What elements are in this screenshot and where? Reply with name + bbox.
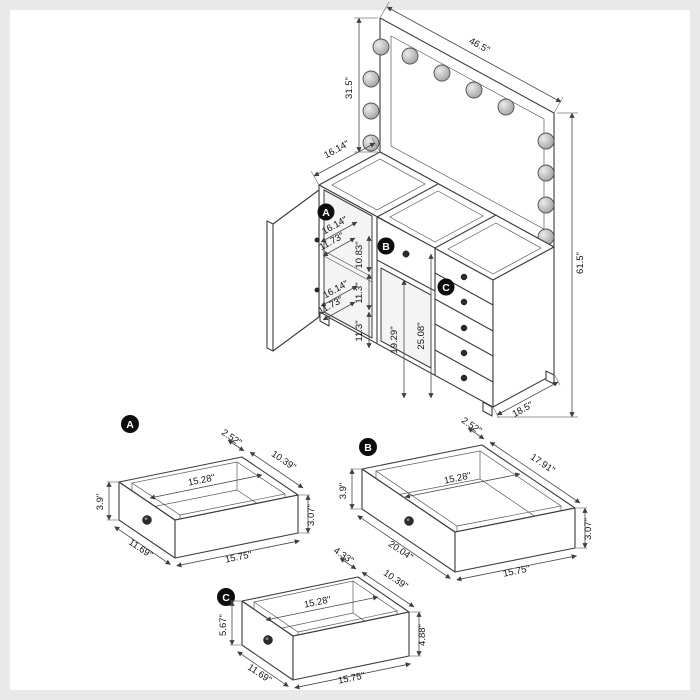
dim-c-outer-width: 15.75" bbox=[337, 670, 366, 686]
vanity-main-view: A B C 46.5" 31.5" 61.5" bbox=[266, 1, 586, 420]
drawer-a-badge bbox=[121, 415, 139, 433]
drawer-knob bbox=[460, 273, 468, 281]
drawer-b-knob bbox=[404, 516, 414, 526]
drawer-a-knob bbox=[142, 515, 152, 525]
light-bulb bbox=[497, 98, 515, 116]
drawer-b-badge bbox=[359, 438, 377, 456]
dim-a-side-height: 3.9" bbox=[95, 494, 106, 511]
drawer-c-knob-highlight bbox=[265, 637, 269, 640]
tray-top-left bbox=[331, 158, 426, 211]
drawer-c-badge-label: C bbox=[222, 592, 230, 604]
dim-c-side-height: 5.67" bbox=[218, 614, 229, 636]
drawer-knob bbox=[460, 349, 468, 357]
door-hinge bbox=[314, 287, 320, 293]
drawer-b-badge-label: B bbox=[364, 442, 372, 454]
drawer-c-knob bbox=[263, 635, 273, 645]
dim-lower-shelf-height: 11.3" bbox=[354, 320, 365, 341]
light-bulb bbox=[537, 196, 555, 214]
drawer-a-rim bbox=[118, 456, 299, 521]
badge-c-marker bbox=[437, 278, 455, 296]
drawer-knob bbox=[460, 298, 468, 306]
badge-b-label: B bbox=[382, 241, 390, 253]
right-drawer-bank bbox=[434, 272, 494, 383]
badge-b-marker bbox=[377, 237, 395, 255]
dim-mirror-height: 31.5" bbox=[344, 77, 355, 99]
door-hinge bbox=[314, 237, 320, 243]
drawer-b-knob-highlight bbox=[406, 518, 410, 521]
light-bulb bbox=[362, 102, 380, 120]
open-cabinet-door bbox=[266, 189, 320, 352]
drawer-knob bbox=[460, 374, 468, 382]
dim-upper-inner-height: 10.83" bbox=[354, 241, 365, 268]
tray-top-right bbox=[447, 222, 542, 275]
main-badges: A B C bbox=[317, 203, 455, 296]
badge-a-label: A bbox=[322, 207, 330, 219]
dim-b-front-height: 3.07" bbox=[583, 518, 594, 540]
light-bulb bbox=[372, 38, 390, 56]
badge-a-marker bbox=[317, 203, 335, 221]
middle-drawer bbox=[376, 216, 436, 292]
drawer-a-knob-highlight bbox=[144, 517, 148, 520]
light-bulb bbox=[537, 164, 555, 182]
light-bulb bbox=[537, 132, 555, 150]
middle-drawer-knob bbox=[402, 250, 410, 258]
dim-upper-shelf-height: 11.3" bbox=[354, 282, 365, 303]
dim-b-outer-width: 15.75" bbox=[502, 563, 531, 579]
light-bulb bbox=[465, 81, 483, 99]
dim-a-front-height: 3.07" bbox=[306, 504, 317, 526]
dim-c-front-height: 4.88" bbox=[417, 624, 428, 646]
shelf-thickness-edge bbox=[323, 255, 373, 283]
dim-a-outer-width: 15.75" bbox=[224, 549, 253, 565]
tray-top-middle bbox=[389, 190, 484, 243]
dim-b-side-height: 3.9" bbox=[338, 483, 349, 500]
drawer-knob bbox=[460, 324, 468, 332]
dim-b-inner-width: 15.28" bbox=[443, 470, 472, 486]
dim-a-inner-width: 15.28" bbox=[187, 472, 216, 488]
drawer-a-badge-label: A bbox=[126, 419, 134, 431]
light-bulb bbox=[362, 70, 380, 88]
badge-c-label: C bbox=[442, 282, 450, 294]
drawer-b-rim bbox=[361, 444, 576, 533]
light-bulb bbox=[433, 64, 451, 82]
dim-overall-height: 61.5" bbox=[575, 252, 586, 274]
dim-open-compartment-height: 19.29" bbox=[389, 326, 400, 353]
dim-c-inner-width: 15.28" bbox=[303, 594, 332, 610]
light-bulb bbox=[401, 47, 419, 65]
dim-drawer-bank-height: 25.08" bbox=[416, 322, 427, 349]
